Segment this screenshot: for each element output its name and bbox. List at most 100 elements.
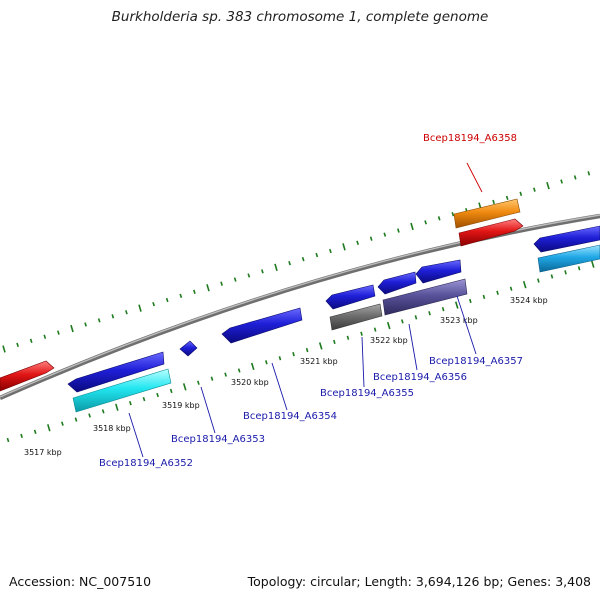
gene-label-6357[interactable]: Bcep18194_A6357 <box>429 356 523 367</box>
kbp-label: 3520 kbp <box>231 378 269 387</box>
tick-mark <box>519 191 523 196</box>
tick-mark <box>428 311 431 316</box>
tick-mark <box>115 403 119 411</box>
tick-mark <box>210 376 214 381</box>
leader-line-6355 <box>361 336 365 388</box>
tick-mark <box>437 216 441 221</box>
gene-arrow-red-6358[interactable] <box>458 218 524 247</box>
gene-block-skyblue[interactable] <box>537 244 600 273</box>
gene-arrow-blue-small[interactable] <box>179 340 198 357</box>
tick-mark <box>505 195 509 201</box>
tick-mark <box>179 293 183 299</box>
tick-mark <box>224 372 227 377</box>
tick-mark <box>125 310 128 315</box>
gene-label-6356[interactable]: Bcep18194_A6356 <box>373 372 467 383</box>
tick-mark <box>6 437 10 443</box>
gene-label-6353[interactable]: Bcep18194_A6353 <box>171 434 265 445</box>
tick-mark <box>197 380 200 385</box>
kbp-label: 3522 kbp <box>370 336 408 345</box>
tick-mark <box>278 356 282 361</box>
tick-mark <box>360 331 363 336</box>
tick-mark <box>451 212 455 217</box>
tick-mark <box>29 338 33 343</box>
gene-label-6352[interactable]: Bcep18194_A6352 <box>99 458 193 469</box>
tick-mark <box>590 260 595 268</box>
tick-mark <box>292 351 295 357</box>
gene-arrow-red-left-edge[interactable] <box>0 360 55 392</box>
kbp-label: 3518 kbp <box>93 424 131 433</box>
tick-mark <box>469 298 472 304</box>
gene-block-cyan-6352[interactable] <box>72 368 172 413</box>
tick-mark <box>152 301 155 307</box>
tick-mark <box>573 175 577 180</box>
tick-mark <box>57 330 60 335</box>
kbp-label: 3523 kbp <box>440 316 478 325</box>
leader-line-6358 <box>466 162 483 193</box>
tick-mark <box>70 324 74 333</box>
tick-mark <box>274 263 278 272</box>
tick-mark <box>165 297 169 303</box>
tick-mark <box>564 270 567 275</box>
tick-mark <box>156 392 159 398</box>
tick-mark <box>233 277 237 282</box>
lower-tick-track <box>6 260 595 443</box>
gene-arrow-blue-6354[interactable] <box>221 307 303 344</box>
tick-mark <box>74 417 78 422</box>
tick-mark <box>101 409 105 414</box>
tick-mark <box>97 318 101 323</box>
tick-mark <box>169 388 173 394</box>
tick-mark <box>43 334 47 339</box>
leader-line-6356 <box>408 323 418 371</box>
gene-block-gray[interactable] <box>329 303 383 331</box>
tick-mark <box>496 290 499 295</box>
kbp-label: 3524 kbp <box>510 296 548 305</box>
gene-block-slate[interactable] <box>382 278 468 316</box>
kbp-label: 3521 kbp <box>300 357 338 366</box>
tick-mark <box>356 240 359 245</box>
tick-mark <box>492 199 495 205</box>
tick-mark <box>537 278 540 283</box>
tick-mark <box>373 327 377 332</box>
tick-mark <box>587 171 591 176</box>
tick-mark <box>206 284 210 292</box>
tick-mark <box>193 289 196 294</box>
leader-line-6353 <box>200 386 216 434</box>
tick-mark <box>383 232 387 237</box>
gene-arrow-blue-6356[interactable] <box>377 271 417 295</box>
gene-arrow-blue-6355[interactable] <box>325 284 376 310</box>
tick-mark <box>482 294 486 300</box>
tick-mark <box>247 273 251 278</box>
tick-mark <box>386 321 391 330</box>
tick-mark <box>2 345 6 353</box>
tick-mark <box>550 274 554 279</box>
tick-mark <box>441 306 445 312</box>
tick-mark <box>454 301 459 309</box>
tick-mark <box>220 281 223 286</box>
tick-mark <box>546 181 550 190</box>
upper-tick-track <box>2 171 591 353</box>
gene-arrow-blue-6357[interactable] <box>415 259 462 284</box>
tick-mark <box>20 433 23 439</box>
gene-arrow-orange[interactable] <box>453 198 521 229</box>
tick-mark <box>111 314 115 319</box>
gene-label-6354[interactable]: Bcep18194_A6354 <box>243 411 337 422</box>
tick-mark <box>182 383 187 391</box>
tick-mark <box>397 228 400 233</box>
leader-line-6354 <box>271 362 288 411</box>
tick-mark <box>424 220 427 225</box>
tick-mark <box>301 256 305 262</box>
tick-mark <box>346 335 350 340</box>
gene-label-6355[interactable]: Bcep18194_A6355 <box>320 388 414 399</box>
tick-mark <box>509 286 513 291</box>
tick-mark <box>401 319 404 324</box>
gene-arrow-blue-6352[interactable] <box>67 351 165 393</box>
gene-label-6358[interactable]: Bcep18194_A6358 <box>423 133 517 144</box>
tick-mark <box>410 222 414 231</box>
tick-mark <box>237 368 241 373</box>
tick-mark <box>61 421 64 426</box>
tick-mark <box>560 179 563 184</box>
chromosome-backbone-highlight <box>0 214 600 398</box>
gene-arrow-blue-right-edge[interactable] <box>533 225 600 253</box>
chromosome-backbone <box>0 213 600 401</box>
kbp-label: 3519 kbp <box>162 401 200 410</box>
